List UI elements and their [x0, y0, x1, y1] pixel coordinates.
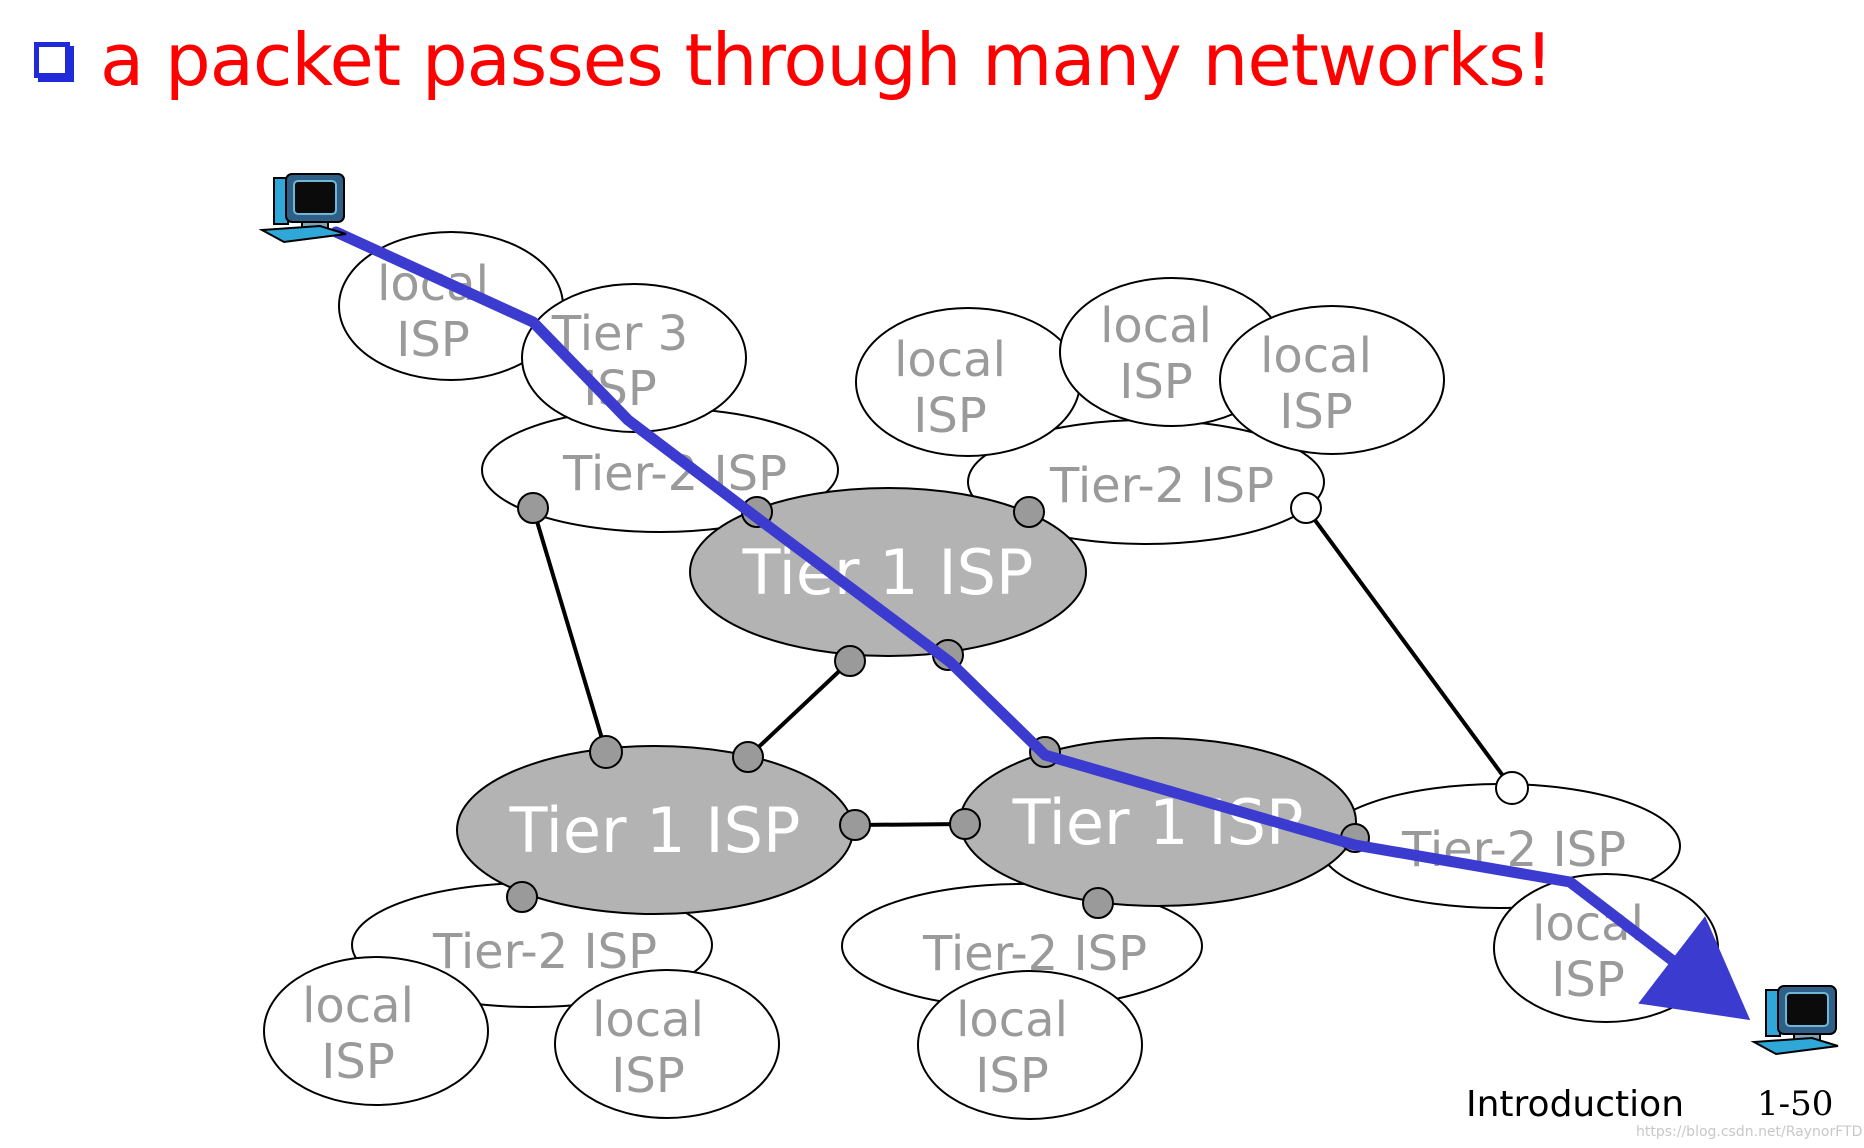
slide-title: a packet passes through many networks!	[100, 18, 1553, 102]
label: Tier-2 ISP	[432, 924, 657, 980]
router-point	[1495, 771, 1529, 805]
net-local-isp-e: local ISP	[263, 956, 489, 1106]
label-line1: local	[956, 992, 1068, 1048]
link-tier2-topright-to-tier2-bottomright	[1304, 506, 1514, 790]
label-line1: local	[302, 978, 414, 1034]
net-local-isp-d: local ISP	[1219, 305, 1445, 455]
label-line1: local	[894, 332, 1006, 388]
router-point	[949, 808, 981, 840]
label-line2: ISP	[321, 1034, 395, 1090]
label-line2: ISP	[975, 1048, 1049, 1104]
net-local-isp-g: local ISP	[917, 970, 1143, 1120]
router-point	[506, 881, 538, 913]
router-point	[839, 809, 871, 841]
router-point	[517, 492, 549, 524]
link-tier1-top-to-tier1-left	[746, 659, 852, 759]
label-line2: ISP	[1279, 384, 1353, 440]
net-tier1-isp-right: Tier 1 ISP	[959, 737, 1357, 907]
router-point	[1013, 496, 1045, 528]
net-tier1-isp-left: Tier 1 ISP	[456, 745, 854, 915]
watermark-text: https://blog.csdn.net/RaynorFTD	[1636, 1124, 1863, 1140]
footer-page-number: 1-50	[1757, 1084, 1834, 1124]
label-line1: local	[1260, 328, 1372, 384]
label-line2: ISP	[396, 312, 470, 368]
label-line2: ISP	[1119, 354, 1193, 410]
net-local-isp-b: local ISP	[855, 307, 1081, 457]
bullet-checkbox-icon	[34, 42, 70, 78]
link-tier1-left-to-tier1-right	[854, 822, 966, 827]
packet-path-arrow	[330, 226, 1751, 1021]
label-line2: ISP	[611, 1048, 685, 1104]
link-tier2-topleft-to-tier1-left	[531, 507, 608, 753]
net-local-isp-h: local ISP	[1493, 873, 1719, 1023]
label: Tier 1 ISP	[1012, 786, 1304, 859]
label-line2: ISP	[1551, 952, 1625, 1008]
computer-destination-icon	[1750, 985, 1839, 1056]
net-local-isp-f: local ISP	[554, 969, 780, 1119]
router-point	[834, 645, 866, 677]
label-line1: local	[592, 992, 704, 1048]
router-point	[1290, 492, 1322, 524]
label-line2: ISP	[913, 388, 987, 444]
label-line1: local	[1100, 298, 1212, 354]
computer-source-icon	[258, 173, 347, 244]
interconnect-links	[531, 506, 1514, 827]
label: Tier 1 ISP	[509, 794, 801, 867]
router-point	[1082, 887, 1114, 919]
footer-section-label: Introduction	[1466, 1084, 1685, 1125]
router-point	[589, 735, 623, 769]
label: Tier-2 ISP	[1049, 458, 1274, 514]
router-point	[732, 741, 764, 773]
net-local-isp-a: local ISP	[338, 231, 564, 381]
net-tier3-isp: Tier 3 ISP	[521, 283, 747, 433]
label-line1: local	[377, 256, 489, 312]
label: Tier 1 ISP	[742, 536, 1034, 609]
net-tier2-isp-top-right: Tier-2 ISP	[967, 419, 1325, 545]
label-line1: Tier 3	[551, 306, 688, 362]
